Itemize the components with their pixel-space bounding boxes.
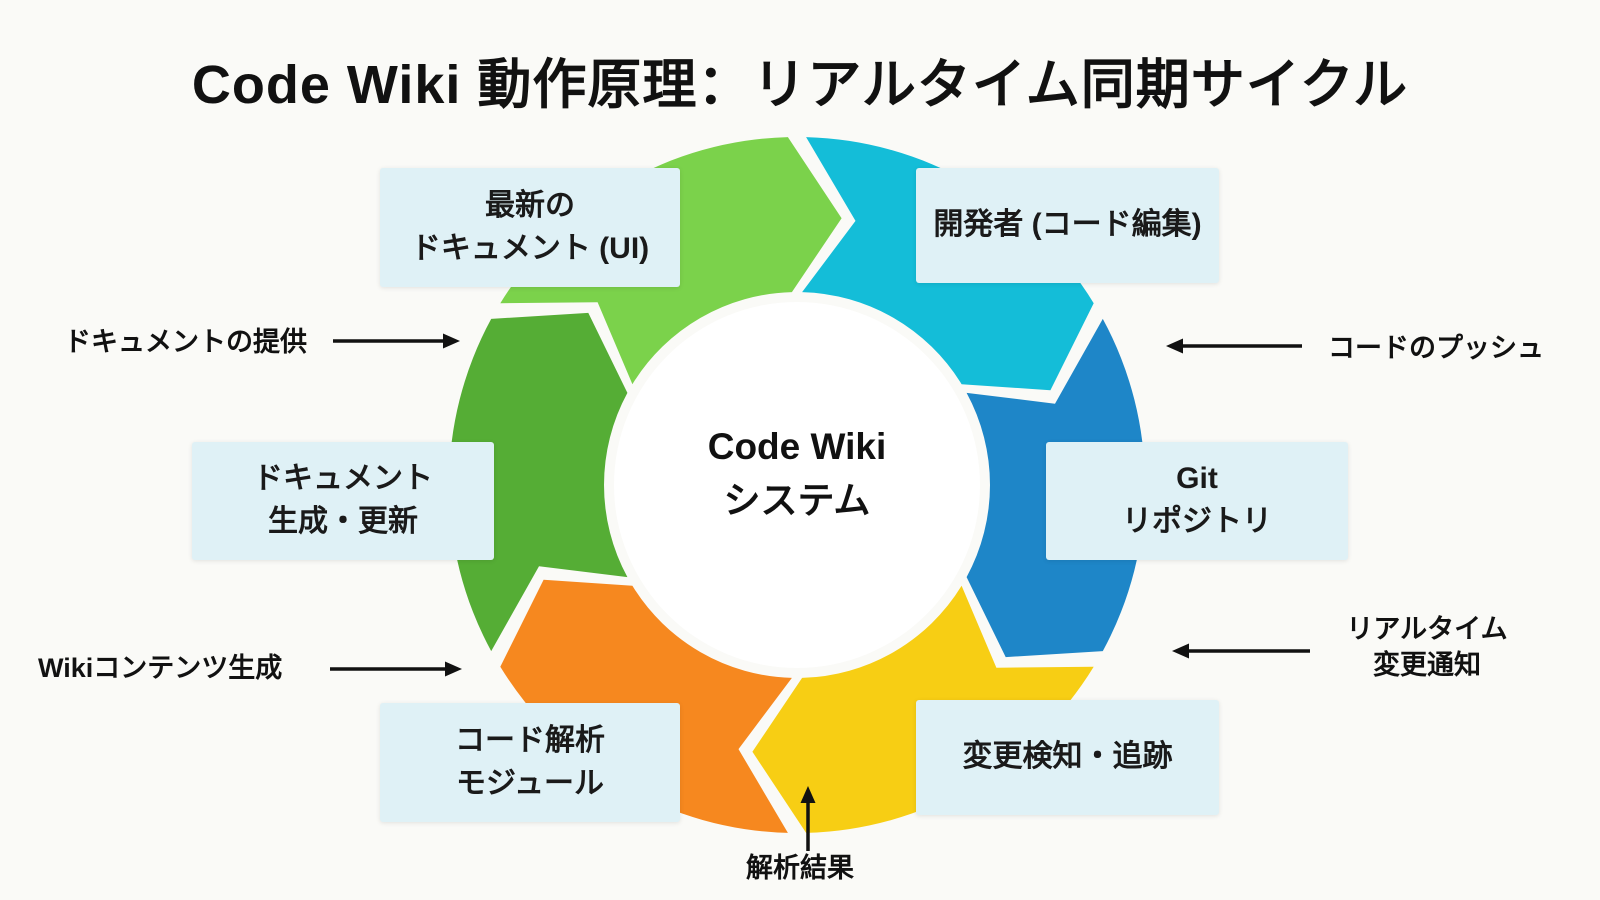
wiki-content-arrow	[330, 661, 462, 677]
node-latest-docs-label2: ドキュメント (UI)	[410, 231, 650, 265]
node-code-analysis-label: コード解析	[455, 723, 605, 757]
annotation-realtime-notify: リアルタイム 変更通知	[1337, 611, 1517, 684]
node-developer-label: 開発者 (コード編集)	[933, 208, 1202, 242]
hub-label: Code Wiki システム	[647, 420, 947, 527]
annotation-doc-delivery-text: ドキュメントの提供	[64, 327, 307, 357]
node-latest-docs-label: 最新の	[485, 188, 575, 222]
node-git-label2: リポジトリ	[1122, 505, 1272, 538]
hub-circle	[614, 302, 980, 668]
hub-label-line2: システム	[723, 479, 871, 521]
annotation-code-push-text: コードのプッシュ	[1328, 333, 1544, 363]
annotation-realtime-notify-text2: 変更通知	[1373, 650, 1481, 681]
annotation-analysis-result-text: 解析結果	[746, 853, 854, 883]
annotation-wiki-content: Wikiコンテンツ生成	[38, 650, 282, 686]
annotation-code-push: コードのプッシュ	[1328, 330, 1544, 366]
annotation-realtime-notify-text: リアルタイム	[1346, 614, 1508, 644]
doc-delivery-arrow	[333, 333, 460, 349]
code-push-arrow	[1166, 338, 1302, 354]
analysis-result-arrow	[800, 786, 816, 851]
cycle-segment-doc-generation	[449, 312, 628, 652]
annotation-analysis-result: 解析結果	[710, 850, 890, 886]
node-latest-docs: 最新の ドキュメント (UI)	[380, 168, 680, 287]
realtime-notify-arrow	[1172, 643, 1310, 659]
node-developer: 開発者 (コード編集)	[916, 168, 1219, 283]
hub-label-line1: Code Wiki	[707, 426, 887, 467]
node-doc-generation-label: ドキュメント	[253, 462, 433, 496]
node-code-analysis: コード解析 モジュール	[380, 703, 680, 822]
node-change-detection-label: 変更検知・追跡	[962, 740, 1173, 774]
annotation-wiki-content-text: Wikiコンテンツ生成	[38, 653, 283, 683]
node-change-detection: 変更検知・追跡	[916, 700, 1219, 815]
node-git-repository: Git リポジトリ	[1046, 442, 1348, 560]
node-code-analysis-label2: モジュール	[456, 766, 604, 800]
node-git-label: Git	[1176, 462, 1218, 496]
diagram-title: Code Wiki 動作原理：リアルタイム同期サイクル	[191, 55, 1409, 115]
node-doc-generation: ドキュメント 生成・更新	[192, 442, 494, 560]
annotation-doc-delivery: ドキュメントの提供	[64, 324, 307, 360]
node-doc-generation-label2: 生成・更新	[268, 505, 418, 538]
